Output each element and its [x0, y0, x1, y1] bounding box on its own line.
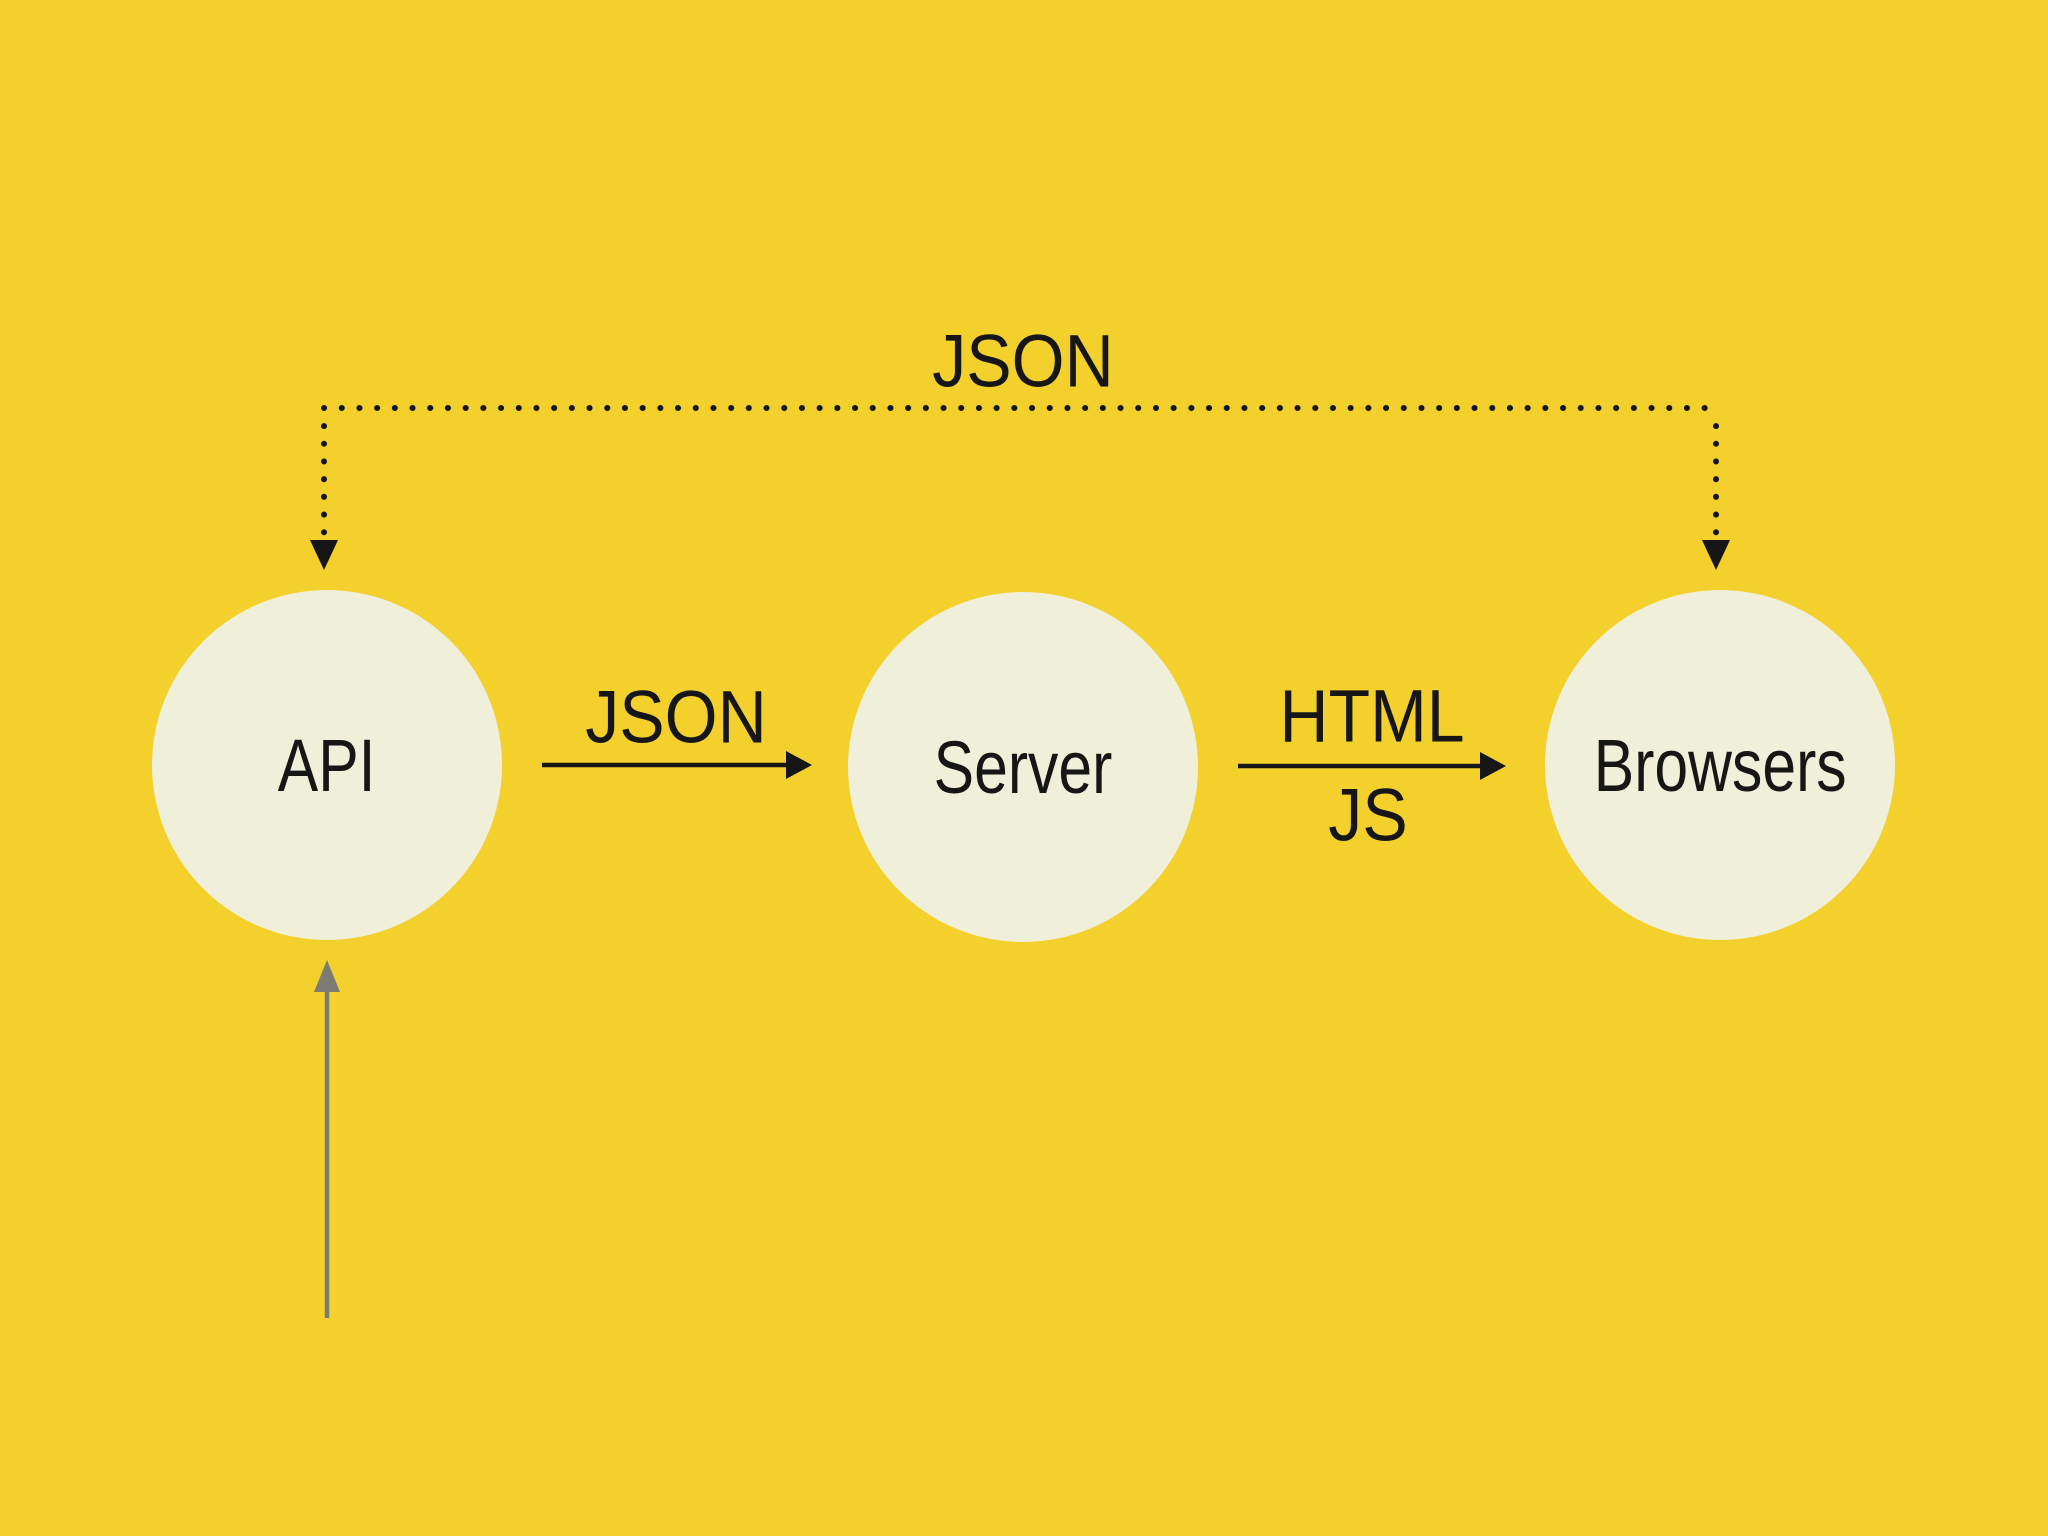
arrow-right-icon-json	[786, 751, 812, 779]
node-api-label: API	[278, 723, 376, 807]
arrow-up-icon-input	[314, 960, 340, 992]
external-input-arrow	[314, 960, 340, 1318]
node-server-label: Server	[933, 725, 1113, 809]
arrow-down-icon-api	[310, 540, 338, 570]
node-server: Server	[848, 592, 1198, 942]
node-browsers: Browsers	[1545, 590, 1895, 940]
arrow-down-icon-browsers	[1702, 540, 1730, 570]
server-to-browsers-html-label: HTML	[1279, 674, 1465, 758]
server-to-browsers-js-label: JS	[1328, 773, 1408, 857]
roundtrip-json-label: JSON	[932, 319, 1114, 403]
api-to-server-json-label: JSON	[585, 675, 767, 759]
arrow-right-icon-html-js	[1480, 752, 1506, 780]
node-api: API	[152, 590, 502, 940]
node-browsers-label: Browsers	[1593, 723, 1847, 807]
json-roundtrip-connector	[310, 405, 1730, 570]
server-to-browsers-arrow	[1238, 752, 1506, 780]
api-to-server-arrow	[542, 751, 812, 779]
